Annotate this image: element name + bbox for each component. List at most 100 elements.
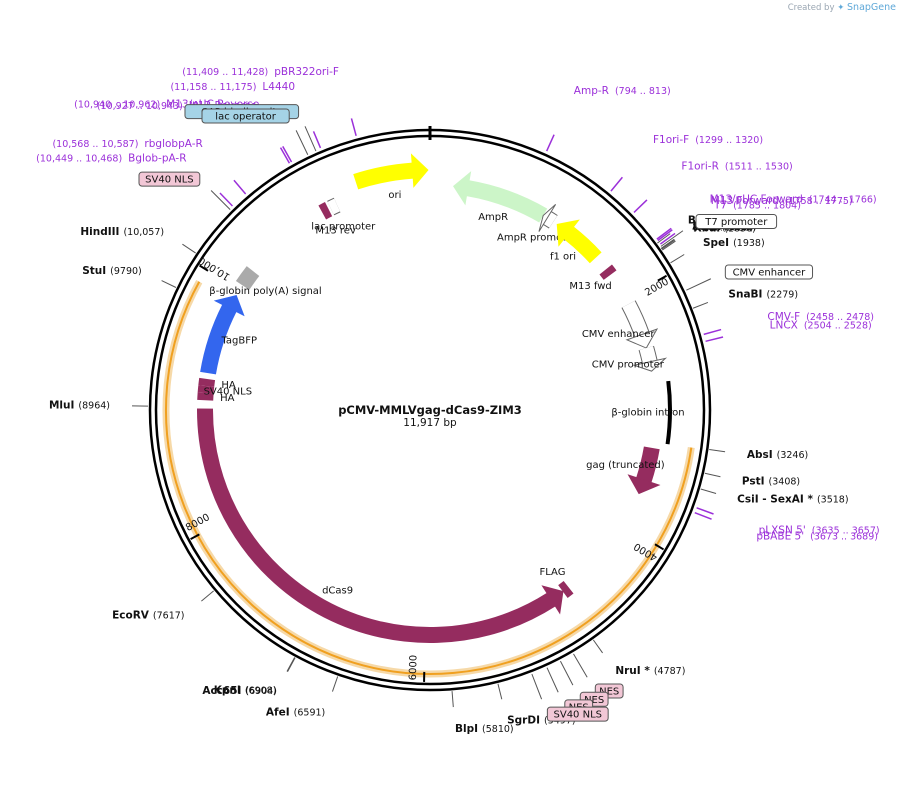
site-label: HindIII(10,057) — [80, 226, 164, 238]
primer-bglob-pa-r[interactable]: (10,449 .. 10,468)Bglob-pA-R — [36, 153, 233, 207]
site-mlui[interactable]: MluI(8964) — [49, 400, 149, 412]
feature-body — [599, 264, 617, 280]
primer-t7[interactable]: T7(1785 .. 1804) — [659, 199, 801, 245]
feature-lac-promoter[interactable]: lac promoter — [311, 197, 376, 232]
boxed-feature-sv40-nls[interactable]: SV40 NLS — [531, 673, 609, 722]
site-ecorv[interactable]: EcoRV(7617) — [112, 590, 214, 621]
feature-dcas9[interactable]: dCas9 — [197, 408, 564, 643]
feature-ori[interactable]: ori — [353, 153, 429, 201]
primer-name: pBABE 5' — [756, 531, 804, 543]
site-leader — [201, 590, 214, 602]
feature-body — [197, 408, 556, 643]
feature-m13-fwd[interactable]: M13 fwd — [569, 264, 617, 292]
boxed-feature-sv40-nls[interactable]: SV40 NLS — [138, 171, 231, 210]
credit-prefix: Created by — [787, 3, 835, 13]
feature-tagbfp[interactable]: TagBFP — [200, 294, 257, 375]
feature--globin-intron[interactable]: β-globin intron — [611, 380, 685, 445]
feature-label: TagBFP — [220, 336, 257, 347]
primer-position: (10,927 .. 10,943) — [97, 101, 183, 112]
primer-leader — [659, 232, 676, 245]
primer-position: (1299 .. 1320) — [695, 135, 763, 146]
site-leader — [660, 238, 675, 249]
site-snabi[interactable]: SnaBI(2279) — [692, 289, 798, 309]
site-position: (1938) — [733, 238, 765, 249]
site-kpni[interactable]: KpnI(6908) — [214, 657, 296, 697]
site-hindiii[interactable]: HindIII(10,057) — [80, 226, 196, 254]
primer-cmv-f[interactable]: CMV-F(2458 .. 2478) — [703, 311, 874, 336]
primer-name: M13 Forward — [711, 195, 779, 207]
primer-amp-r[interactable]: Amp-R(794 .. 813) — [545, 85, 671, 152]
primer-l4440[interactable]: (11,158 .. 11,175)L4440 — [170, 81, 322, 149]
tick-mark — [657, 274, 668, 282]
primer-lncx[interactable]: LNCX (2504 .. 2528) — [705, 319, 872, 343]
primer-position: (2504 .. 2528) — [804, 320, 872, 331]
site-leader — [287, 657, 296, 672]
primer-pbabe-5-[interactable]: pBABE 5'(3673 .. 3689) — [694, 511, 878, 543]
orf-layer — [162, 280, 695, 678]
primer-name: F1ori-F — [653, 134, 689, 146]
primer-label: F1ori-F (1299 .. 1320) — [653, 134, 763, 146]
tick-mark — [190, 533, 200, 540]
feature-body — [665, 380, 672, 445]
site-csii[interactable]: CsiI - SexAI *(3518) — [700, 488, 849, 506]
site-psti[interactable]: PstI(3408) — [704, 472, 800, 488]
primer-name: LNCX — [770, 319, 798, 331]
box-frame — [138, 171, 201, 187]
feature-ampr[interactable]: AmpR — [453, 171, 548, 223]
site-label: PstI(3408) — [742, 476, 800, 488]
feature-label: β-globin intron — [611, 407, 684, 418]
feature-label: gag (truncated) — [586, 460, 665, 471]
site-leader — [451, 691, 454, 708]
site-position: (9790) — [110, 266, 142, 277]
site-absi[interactable]: AbsI(3246) — [709, 449, 808, 461]
feature-arrowhead — [213, 294, 245, 317]
primer-f1ori-f[interactable]: F1ori-F (1299 .. 1320) — [610, 134, 763, 192]
primer-name: pLXSN 5' — [759, 525, 806, 537]
primer-label: M13 Forward(1758 .. 1775) — [711, 195, 853, 207]
site-position: (7617) — [153, 610, 185, 621]
feature-label: ori — [388, 190, 401, 201]
primer-m13-puc-forward[interactable]: M13/pUC Forward(1744 .. 1766) — [656, 193, 877, 240]
primer-layer: Amp-R(794 .. 813)F1ori-F(1299 .. 1320)F1… — [36, 66, 879, 543]
feature-cmv-promoter[interactable]: CMV promoter — [592, 345, 668, 372]
credit: Created by ✦ SnapGene — [788, 2, 896, 13]
site-stui[interactable]: StuI(9790) — [82, 265, 177, 288]
feature-body — [558, 580, 574, 599]
site-name: AfeI — [266, 706, 290, 718]
primer-plxsn-5-[interactable]: pLXSN 5'(3635 .. 3657) — [696, 507, 880, 537]
primer-pbr322ori-f[interactable]: (11,409 .. 11,428)pBR322ori-F — [182, 66, 357, 136]
site-label: EcoRV(7617) — [112, 609, 184, 621]
primer-rbglobpa-r[interactable]: (10,568 .. 10,587)rbglobpA-R — [52, 138, 247, 195]
primer-label: (11,409 .. 11,428)pBR322ori-F — [182, 66, 339, 78]
boxed-feature-cmv-enhancer[interactable]: CMV enhancer — [686, 264, 814, 291]
site-nrui[interactable]: NruI *(4787) — [592, 639, 685, 677]
site-spei[interactable]: SpeI(1938) — [670, 237, 765, 264]
primer-name: Amp-R — [574, 85, 609, 97]
site-afei[interactable]: AfeI(6591) — [266, 676, 339, 718]
boxed-feature-lac-operator[interactable]: lac operator — [201, 108, 309, 155]
primer-position: (2458 .. 2478) — [806, 312, 874, 323]
boxed-feature-t7-promoter[interactable]: T7 promoter — [660, 214, 778, 247]
feature--globin-poly-a-signal[interactable]: β-globin poly(A) signal — [209, 266, 322, 297]
feature-gag-truncated-[interactable]: gag (truncated) — [586, 446, 665, 495]
primer-label: (10,449 .. 10,468)Bglob-pA-R — [36, 153, 186, 165]
site-position: (3246) — [777, 450, 809, 461]
primer-position: (1511 .. 1530) — [725, 162, 793, 173]
site-label: BlpI(5810) — [455, 723, 514, 735]
site-acc65i[interactable]: Acc65I(6904) — [202, 657, 296, 697]
feature-cmv-enhancer[interactable]: CMV enhancer — [582, 300, 659, 349]
primer-f1ori-r[interactable]: F1ori-R(1511 .. 1530) — [633, 161, 793, 213]
box-label: NES — [599, 686, 619, 697]
feature-ha[interactable]: HA — [197, 392, 235, 404]
primer-position: (10,568 .. 10,587) — [52, 139, 138, 150]
feature-ampr-promoter[interactable]: AmpR promoter — [497, 203, 577, 243]
feature-m13-rev[interactable]: M13 rev — [315, 202, 356, 236]
feature-ha[interactable]: HA — [198, 377, 236, 391]
feature-f1-ori[interactable]: f1 ori — [550, 219, 602, 264]
site-label: AfeI(6591) — [266, 706, 325, 718]
feature-sv40-nls[interactable]: SV40 NLS — [197, 385, 253, 398]
site-blpi[interactable]: BlpI(5810) — [451, 691, 514, 735]
primer-leader — [633, 199, 648, 213]
primer-position: (10,940 .. 10,962) — [74, 99, 160, 110]
primer-m13-forward[interactable]: M13 Forward(1758 .. 1775) — [657, 195, 853, 242]
